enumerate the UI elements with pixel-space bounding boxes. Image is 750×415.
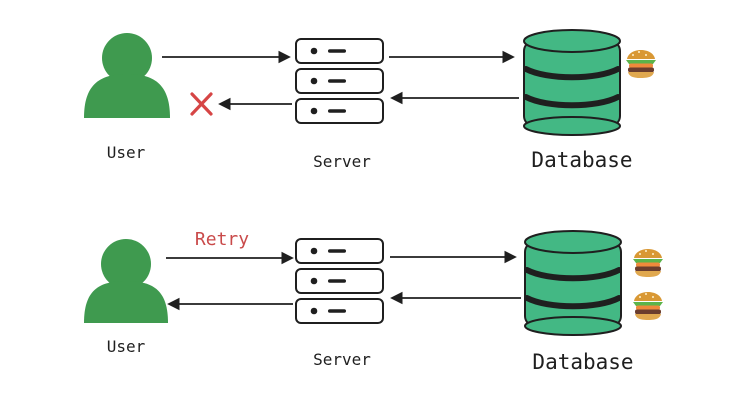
bottom-scenario: User Retry Server (84, 229, 663, 374)
database-icon (524, 230, 622, 336)
top-scenario: User Server (84, 29, 656, 172)
cross-icon (190, 92, 213, 116)
database-label: Database (531, 148, 632, 172)
user-label: User (107, 337, 146, 356)
server-icon (295, 238, 384, 324)
server-label: Server (313, 350, 371, 369)
burger-icon (633, 249, 663, 277)
burger-icon (626, 50, 656, 78)
user-icon (84, 33, 170, 118)
burger-icon (633, 292, 663, 320)
server-label: Server (313, 152, 371, 171)
user-label: User (107, 143, 146, 162)
user-icon (84, 239, 168, 323)
retry-label: Retry (195, 229, 249, 250)
database-icon (523, 29, 621, 136)
server-icon (295, 38, 384, 124)
database-label: Database (532, 350, 633, 374)
